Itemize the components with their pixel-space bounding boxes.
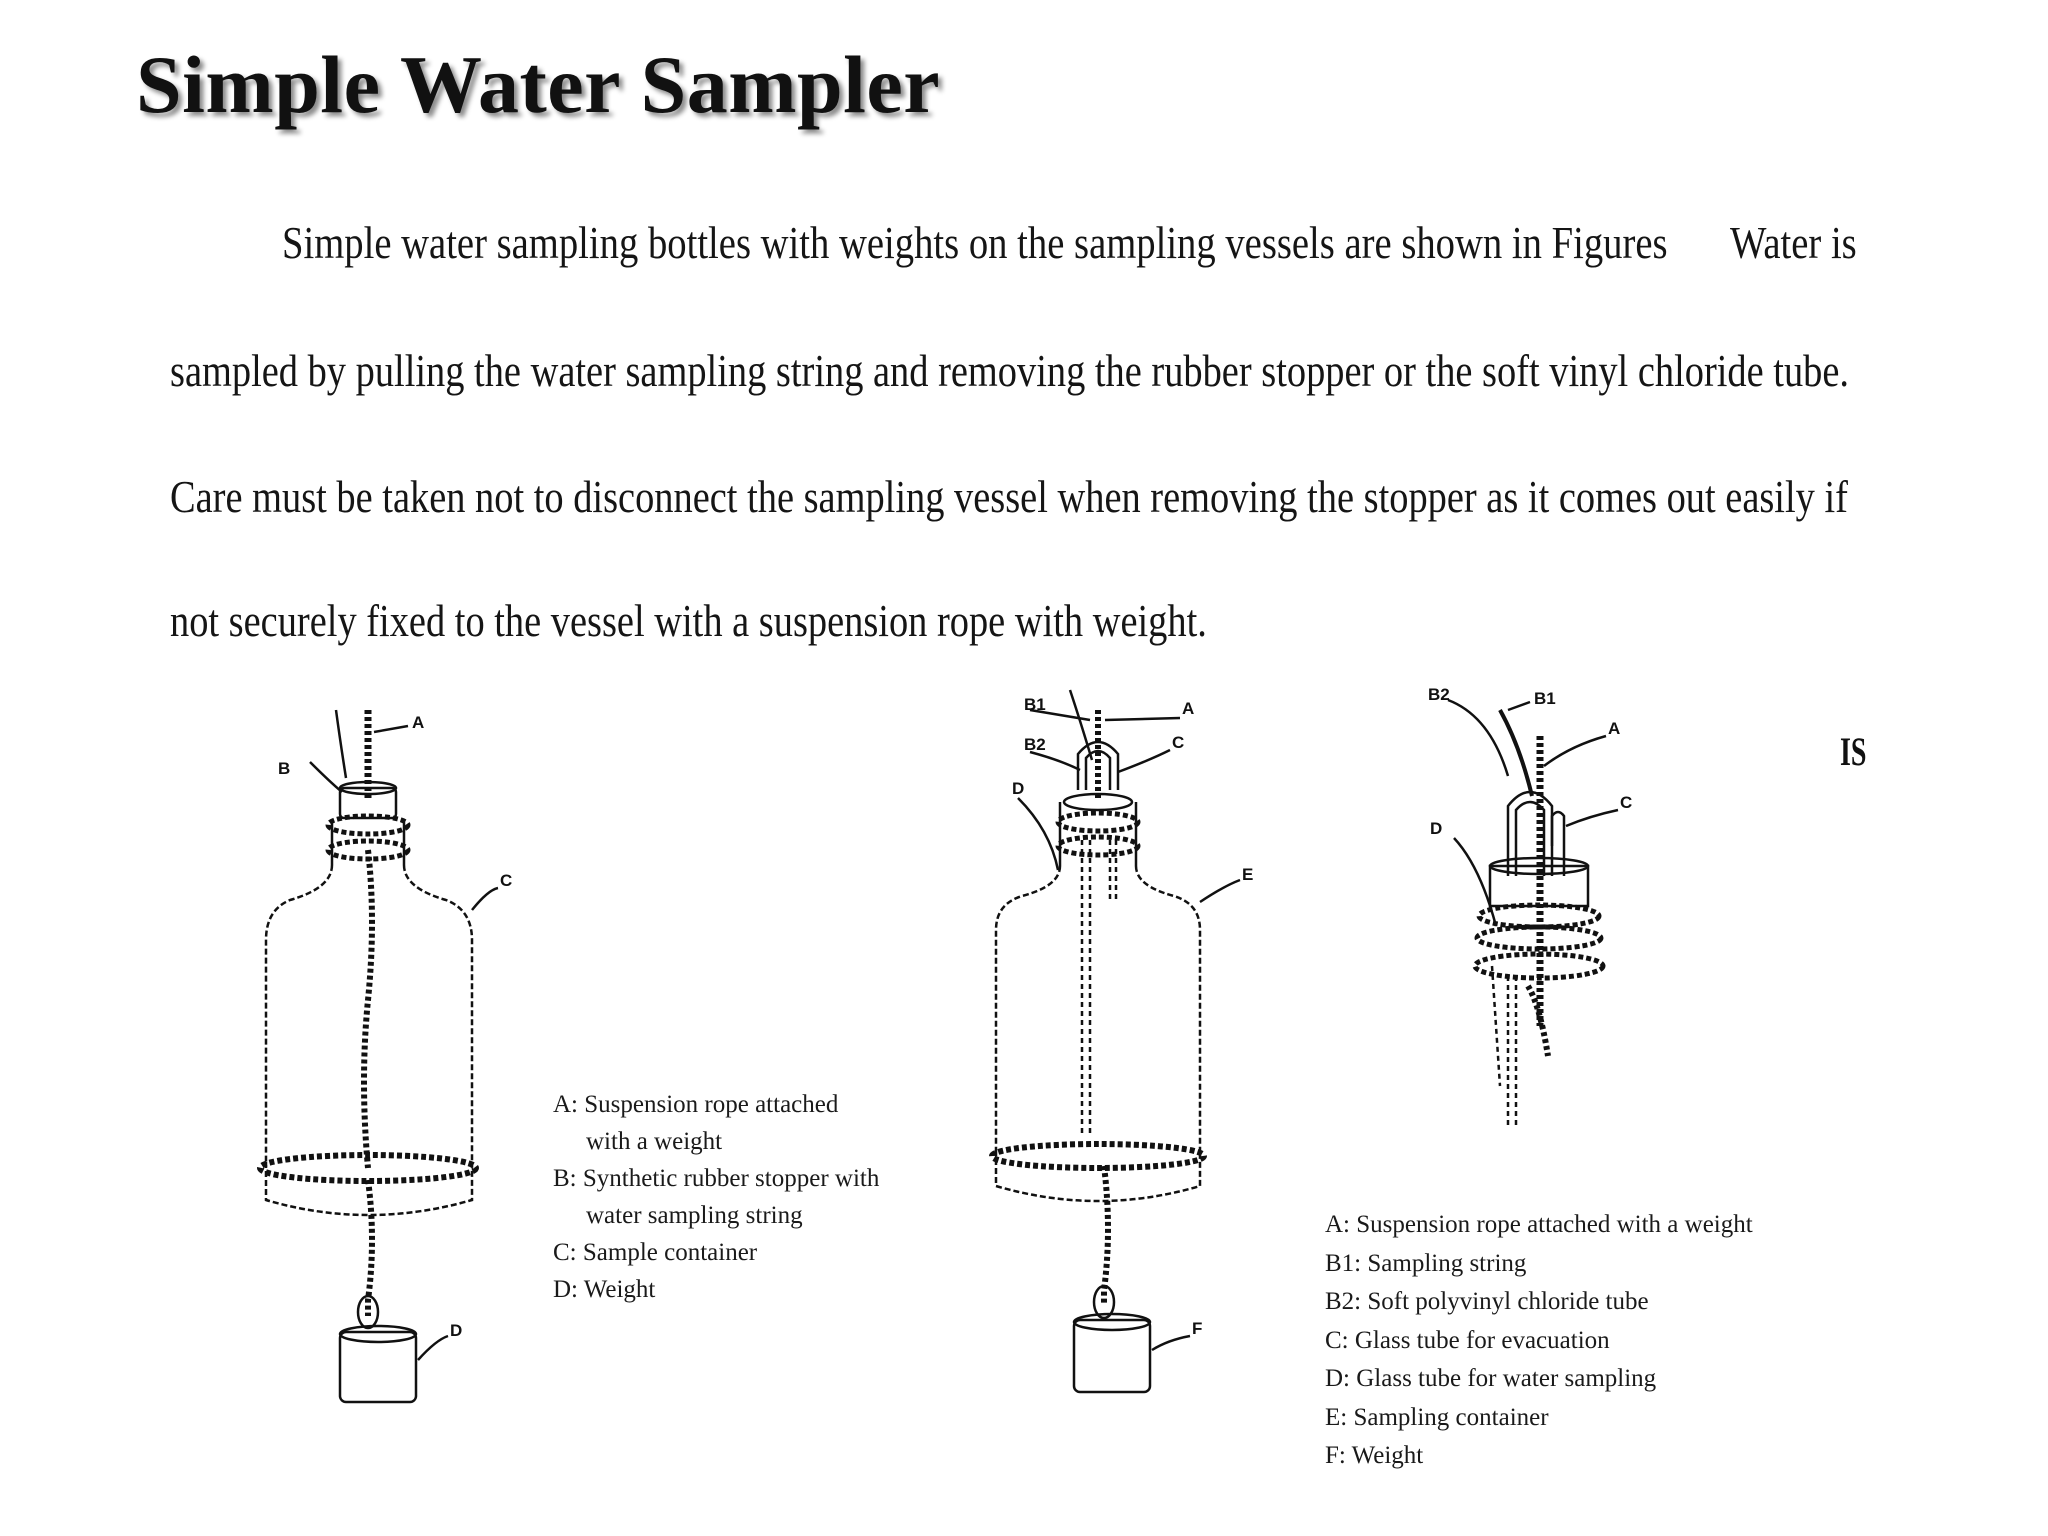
legend-2-item: D: Glass tube for water sampling [1325, 1365, 1657, 1392]
legend-2-item: E: Sampling container [1325, 1403, 1549, 1431]
figure-3-label-b1: B1 [1534, 689, 1556, 708]
legend-2-item: B1: Sampling string [1325, 1249, 1527, 1277]
figure-2-label-a: A [1182, 699, 1194, 718]
figure-1-label-a: A [412, 713, 424, 732]
figure-2-label-e: E [1242, 865, 1253, 884]
legend-1-item: D: Weight [553, 1276, 656, 1303]
figure-3-label-b2: B2 [1428, 685, 1450, 704]
figure-1-bottle-diagram: A B C D [257, 709, 512, 1404]
figure-3-label-d: D [1430, 819, 1442, 838]
legend-2-item: B2: Soft polyvinyl chloride tube [1325, 1288, 1649, 1315]
stray-text: IS [1840, 729, 1867, 774]
figure-1-label-d: D [450, 1321, 462, 1340]
figure-1-label-c: C [500, 871, 512, 890]
legend-1-item: B: Synthetic rubber stopper with [553, 1165, 880, 1192]
paragraph-line-2: sampled by pulling the water sampling st… [170, 345, 1850, 396]
slide-title: Simple Water Sampler [136, 39, 941, 130]
paragraph-line-1-tail: Water is [1730, 217, 1857, 268]
figure-2-label-b1: B1 [1024, 695, 1046, 714]
legend-2-item: F: Weight [1325, 1442, 1424, 1469]
figure-1-legend: A: Suspension rope attached with a weigh… [553, 1086, 879, 1308]
figure-2-label-b2: B2 [1024, 735, 1046, 754]
paragraph-line-1: Simple water sampling bottles with weigh… [282, 217, 1668, 268]
legend-1-item: with a weight [586, 1128, 723, 1155]
paragraph-line-3: Care must be taken not to disconnect the… [170, 471, 1848, 522]
figure-1-label-b: B [278, 759, 290, 778]
paragraph-line-4: not securely fixed to the vessel with a … [170, 595, 1207, 646]
legend-1-item: C: Sample container [553, 1239, 758, 1266]
legend-1-item: A: Suspension rope attached [553, 1091, 839, 1118]
legend-1-item: water sampling string [586, 1202, 803, 1229]
figure-2-label-d: D [1012, 779, 1024, 798]
legend-2-item: A: Suspension rope attached with a weigh… [1325, 1211, 1753, 1238]
figure-3-label-a: A [1608, 719, 1620, 738]
figure-3-label-c: C [1620, 793, 1632, 812]
figure-3-stopper-detail-diagram: B2 B1 A C D [1428, 685, 1632, 1126]
figure-2-label-c: C [1172, 733, 1184, 752]
figure-2-bottle-diagram: B1 A B2 C D E F [989, 689, 1253, 1394]
figure-2-label-f: F [1192, 1319, 1202, 1338]
legend-2-item: C: Glass tube for evacuation [1325, 1326, 1610, 1354]
figure-2-legend: A: Suspension rope attached with a weigh… [1325, 1206, 1753, 1476]
